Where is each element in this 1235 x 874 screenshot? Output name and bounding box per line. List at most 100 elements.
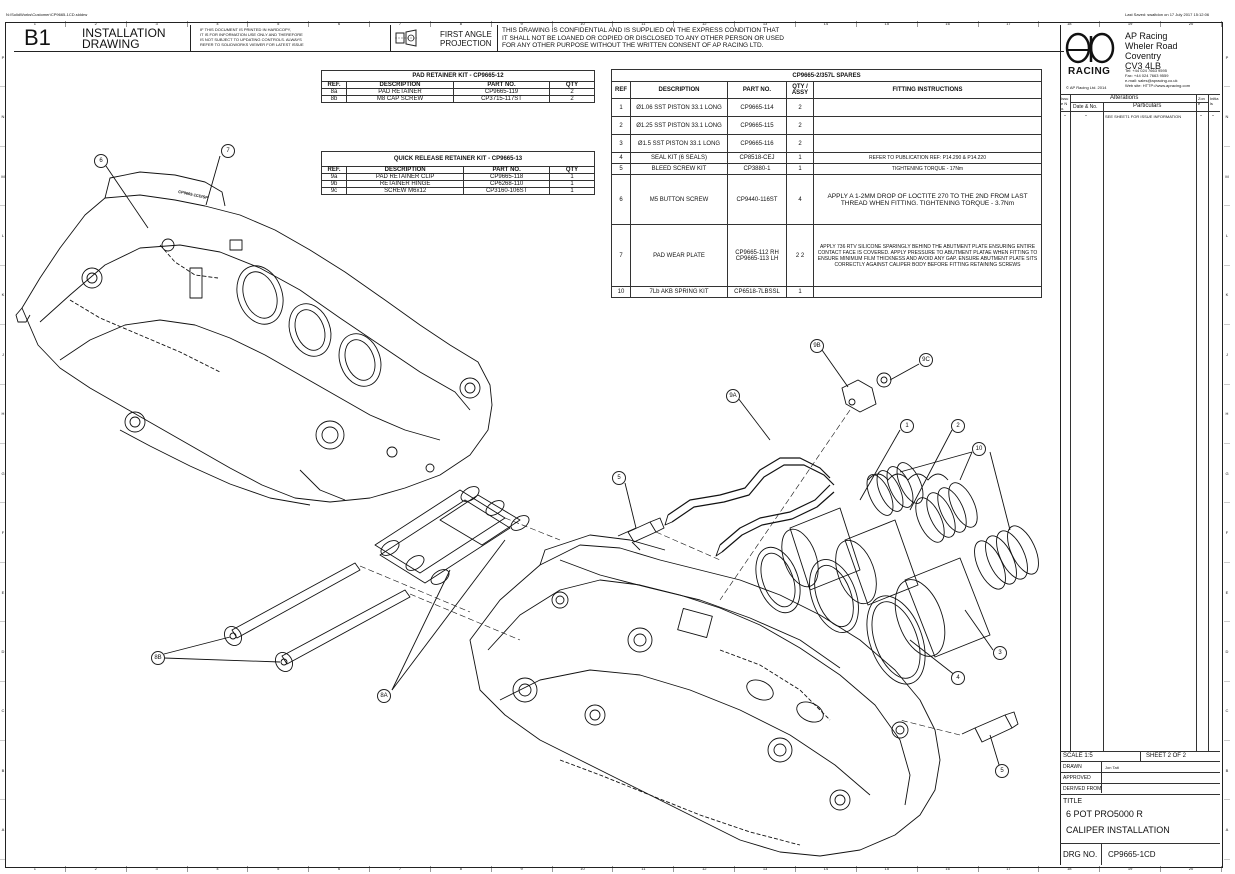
callout-2: 2 [951,419,965,433]
alt-col-initials: Initials [1210,96,1219,106]
callout-7: 7 [221,144,235,158]
zone-number: 9 [492,866,553,872]
drawing-frame [5,22,1223,868]
zone-letter: E [0,563,6,623]
address-line: Coventry [1125,51,1162,61]
zone-number: 20 [1161,21,1222,27]
zone-letter: K [0,266,6,326]
zone-letter: F [0,503,6,563]
zone-number: 3 [127,21,188,27]
drg-label: DRG NO. [1063,850,1098,859]
company-contact: Tel: +44 024 7663 9595 Fax: +44 024 7663… [1125,68,1190,88]
zone-number: 16 [918,21,979,27]
callout-8b: 8B [151,651,165,665]
callout-10: 10 [972,442,986,456]
zone-letter: B [0,741,6,801]
alt-col-3 [1196,94,1197,751]
zone-letter: B [1224,741,1230,801]
alt-col-zone: Zone [1198,96,1205,106]
spares-cell-qty: 1 [786,286,814,298]
projection-line2: PROJECTION [440,39,492,48]
last-saved: Last Saved: swaltdon on 17 July 2017 15:… [1125,12,1210,17]
cell: SCREW M6x12 [345,187,465,195]
header-divider-2 [390,25,391,51]
zone-number: 11 [613,21,675,27]
table-row: 8b M8 CAP SCREW CP3715-117ST 2 [321,95,595,103]
zone-letter: P [1224,28,1230,88]
zone-letter: P [0,28,6,88]
hardcopy-note-line: REFER TO SOLIDWORKS VIEWER FOR LATEST IS… [200,42,304,47]
zone-number: 7 [370,21,431,27]
hardcopy-note-line: IS NOT SUBJECT TO UPDATING CONTROLS. ALW… [200,37,302,42]
alt-row-particulars: SEE SHEET1 FOR ISSUE INFORMATION [1105,114,1182,119]
callout-1: 1 [900,419,914,433]
zone-letter: N [0,87,6,147]
zone-letter: M [0,147,6,207]
springs [866,462,1039,590]
drawn-value: Jon Tait [1105,765,1119,770]
zone-letter: E [1224,563,1230,623]
zone-number: 8 [431,21,492,27]
ap-racing-logo [1065,32,1115,64]
tb-label-divider [1101,761,1102,793]
zone-number: 10 [553,21,614,27]
zone-number: 1 [5,866,66,872]
company-web: Web site: HTTP://www.apracing.com [1125,83,1191,88]
hardcopy-note-line: IT IS FOR INFORMATION USE ONLY AND THERE… [200,32,303,37]
zone-letter: H [0,385,6,444]
alterations-top-line [1060,94,1220,95]
alt-col-4 [1208,94,1209,751]
spares-cell-fit [813,286,1042,298]
zone-letter: A [0,800,6,860]
zone-letter: M [1224,147,1230,207]
tb-line-title [1060,794,1220,795]
spares-cell-desc: M5 BUTTON SCREW [630,174,728,225]
zone-letter: J [1224,325,1230,385]
spares-cell-part: CP9440-116ST [727,174,787,225]
alt-col-1 [1070,94,1071,751]
pistons [755,507,991,685]
bleed-screw-lower [961,711,1019,743]
zone-letter: C [0,682,6,742]
zone-number: 20 [1161,866,1222,872]
zone-letter: D [1224,622,1230,682]
zone-letter: L [1224,206,1230,266]
header-strip [14,25,1064,52]
spares-cell-qty: 2 2 [786,224,814,287]
zone-number: 18 [1039,866,1101,872]
bleed-screw-upper [617,517,665,551]
callout-5: 5 [612,471,626,485]
confidential-line: THIS DRAWING IS CONFIDENTIAL AND IS SUPP… [502,27,780,34]
sheet-size: B1 [24,25,51,50]
tb-line-drawn [1060,761,1220,762]
alt-row-date: - [1085,113,1087,119]
tb-line-approved [1060,772,1220,773]
zone-number: 19 [1100,21,1162,27]
zone-letter: H [1224,385,1230,444]
callout-6: 6 [94,154,108,168]
zone-number: 5 [248,21,310,27]
zone-number: 4 [188,866,249,872]
drawn-label: DRAWN [1063,764,1082,770]
spares-table: CP9665-2/357L SPARES REF DESCRIPTION PAR… [611,69,1042,298]
alt-col-issue: Issue No. [1061,96,1069,111]
zone-number: 18 [1039,21,1101,27]
right-column-border [1060,25,1221,865]
file-path: N:\SolidWorks\Customer\CP9665-1CD.slddrw [6,12,88,17]
derived-label: DERIVED FROM [1063,786,1102,792]
confidential-line: IT SHALL NOT BE LOANED OR COPIED OR DISC… [502,34,784,42]
sheet-number: SHEET 2 OF 2 [1146,753,1186,759]
caliper-body-main [469,534,941,857]
zone-number: 4 [188,21,249,27]
copyright: © AP Racing Ltd. 2014 [1066,85,1107,90]
confidential-note: THIS DRAWING IS CONFIDENTIAL AND IS SUPP… [502,27,784,50]
zone-number: 12 [674,866,736,872]
header-divider-1 [190,25,191,51]
table-row: 9c SCREW M6x12 CP3160-106ST 1 [321,187,595,195]
pad-retainer-kit-table: PAD RETAINER KIT - CP9665-12 REF. DESCRI… [321,70,595,103]
zone-letter: F [1224,503,1230,563]
zone-number: 7 [370,866,431,872]
